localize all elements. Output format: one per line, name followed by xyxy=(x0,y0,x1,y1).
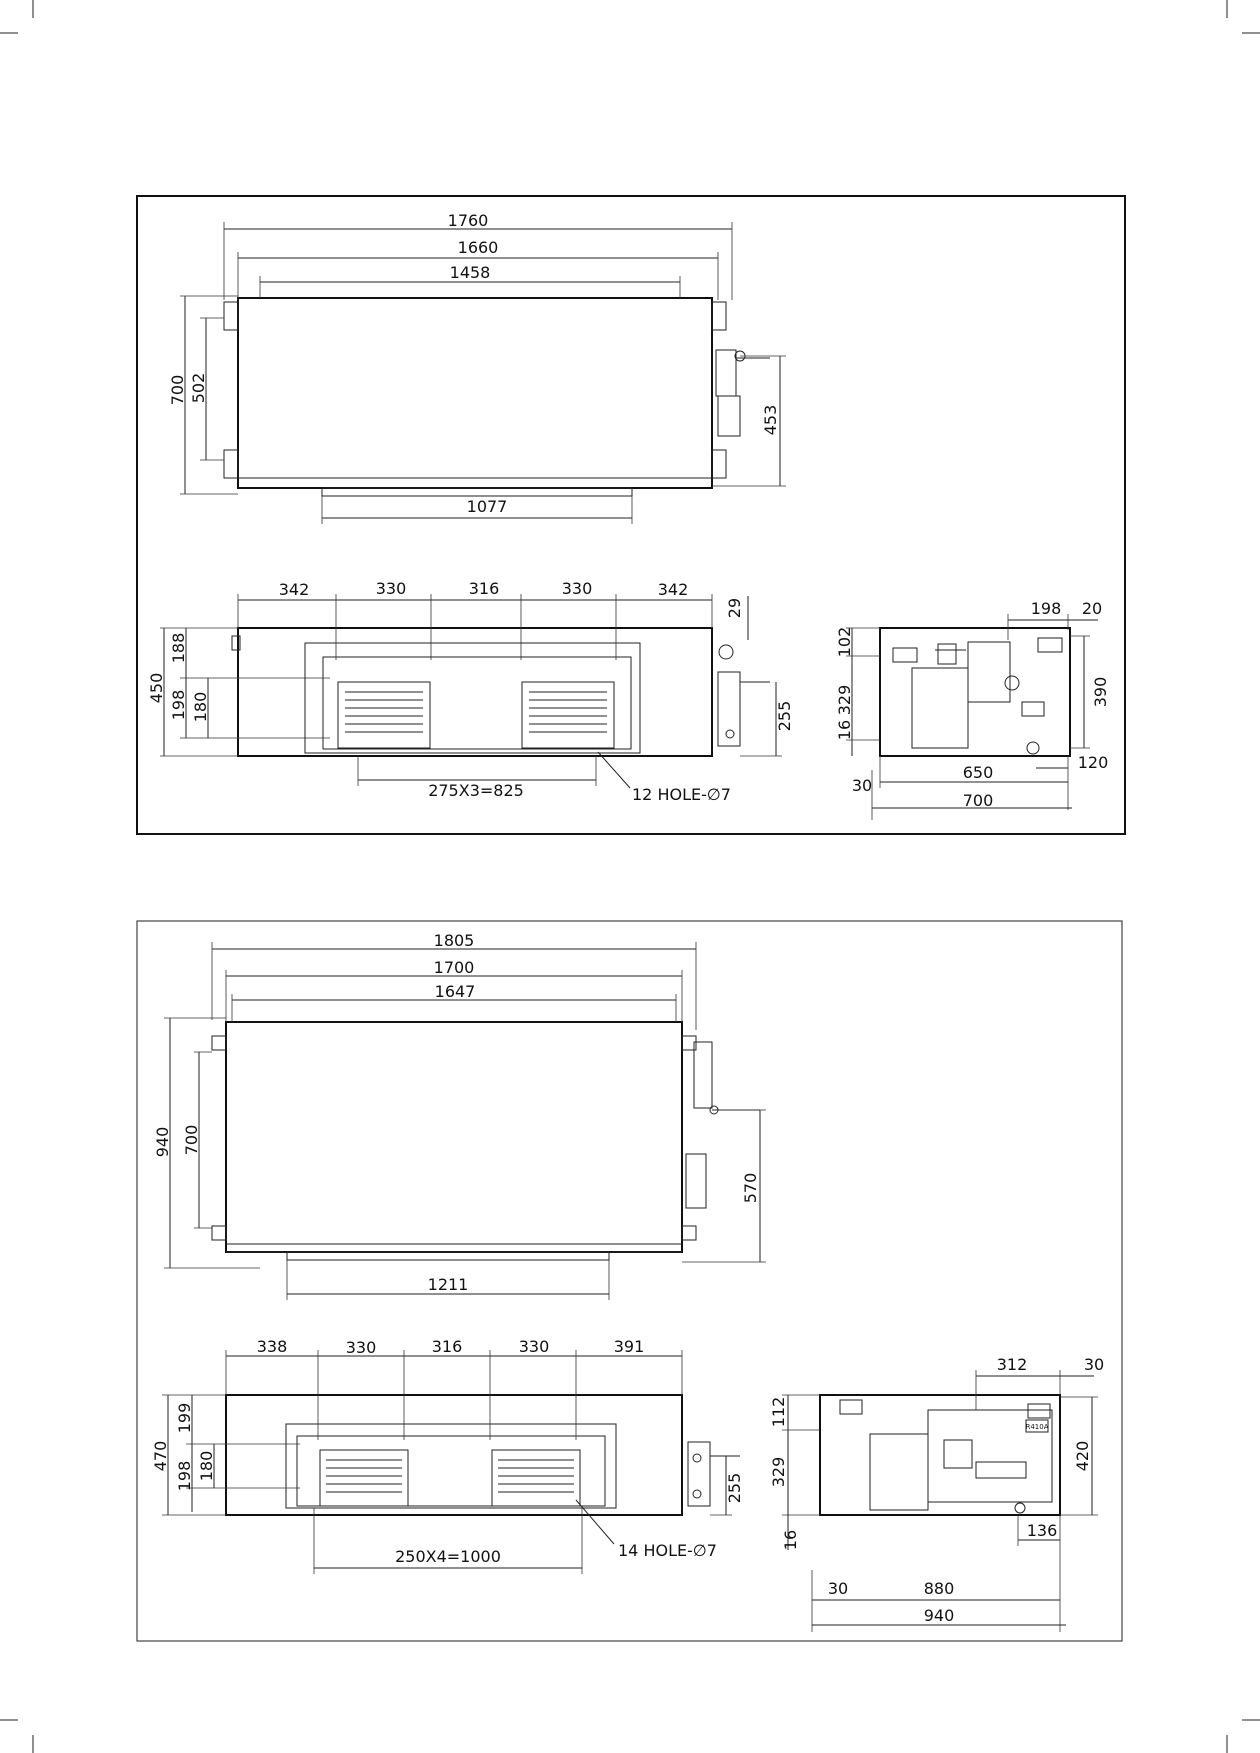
unit1-top-h-overall: 700 xyxy=(168,375,187,406)
unit2-top-view: 1805 1700 1647 1211 940 700 570 xyxy=(153,931,766,1300)
unit1-side-w-top: 198 xyxy=(1031,599,1062,618)
unit1-front-h-top: 188 xyxy=(169,633,188,664)
bracket xyxy=(212,1036,226,1050)
unit1-top-h-mount: 502 xyxy=(189,373,208,404)
unit1-top-w-mount: 1660 xyxy=(458,238,499,257)
unit2-front-h-overall: 470 xyxy=(151,1441,170,1472)
unit2-top-pipe: 570 xyxy=(741,1173,760,1204)
pipe-connection xyxy=(694,1042,712,1108)
unit1-front-seg1: 342 xyxy=(279,580,310,599)
unit1-front-seg4: 330 xyxy=(562,579,593,598)
unit1-top-outlet-w: 1077 xyxy=(467,497,508,516)
unit2-front-seg3: 316 xyxy=(432,1337,463,1356)
bracket xyxy=(212,1226,226,1240)
unit2-side-view: R410A 312 30 112 329 16 420 136 30 880 9… xyxy=(769,1355,1104,1632)
unit1-top-pipe: 453 xyxy=(761,405,780,436)
unit1-front-holes: 12 HOLE-∅7 xyxy=(632,785,731,804)
unit1-front-pitch: 275X3=825 xyxy=(428,781,524,800)
bracket xyxy=(682,1226,696,1240)
unit1-side-w-left: 30 xyxy=(852,776,872,795)
unit1-side-h-top: 102 xyxy=(835,627,854,658)
unit1-side-w-edge: 20 xyxy=(1082,599,1102,618)
unit2-front-h-bottom: 198 xyxy=(175,1461,194,1492)
unit2-top-w-body: 1647 xyxy=(435,982,476,1001)
bracket xyxy=(224,302,238,330)
unit2-front-seg2: 330 xyxy=(346,1338,377,1357)
unit1-side-w-overall: 700 xyxy=(963,791,994,810)
unit2-side-body xyxy=(820,1395,1060,1515)
pipe-connection xyxy=(688,1442,710,1506)
unit1-side-view: 198 20 102 329 16 390 120 650 30 700 xyxy=(835,599,1110,820)
pipe-connection xyxy=(718,396,740,436)
unit1-side-body xyxy=(880,628,1070,756)
unit2-top-h-overall: 940 xyxy=(153,1127,172,1158)
unit2-top-outlet-w: 1211 xyxy=(428,1275,469,1294)
unit1-side-h-bot: 16 xyxy=(835,720,854,740)
unit2-front-view: 338 330 316 330 391 470 199 198 180 255 … xyxy=(151,1337,744,1574)
unit1-front-view: 342 330 316 330 342 29 450 188 198 180 2… xyxy=(147,579,794,804)
unit1-front-pipe-h: 255 xyxy=(775,701,794,732)
unit1-side-bot-right: 120 xyxy=(1078,753,1109,772)
unit2-front-body xyxy=(226,1395,682,1515)
unit2-side-h-right: 420 xyxy=(1073,1441,1092,1472)
unit2-side-h-top: 112 xyxy=(769,1397,788,1428)
pipe-connection xyxy=(686,1154,706,1208)
unit1-top-view: 1760 1660 1458 1077 700 502 453 xyxy=(168,211,786,524)
refrigerant-label-text: R410A xyxy=(1025,1423,1048,1431)
unit1-front-top-off: 29 xyxy=(725,598,744,618)
pipe-connection xyxy=(716,350,736,396)
unit2-top-w-overall: 1805 xyxy=(434,931,475,950)
unit2-side-bot-right: 136 xyxy=(1027,1521,1058,1540)
unit1-front-h-bottom: 198 xyxy=(169,690,188,721)
unit2-front-holes: 14 HOLE-∅7 xyxy=(618,1541,717,1560)
unit2-front-pitch: 250X4=1000 xyxy=(395,1547,501,1566)
unit2-front-h-top: 199 xyxy=(175,1403,194,1434)
unit1-side-w-mid: 650 xyxy=(963,763,994,782)
pipe-connection xyxy=(718,672,740,746)
unit1-side-h-mid: 329 xyxy=(835,685,854,716)
drain-port-icon xyxy=(719,645,733,659)
bracket xyxy=(224,450,238,478)
unit2-side-w-left: 30 xyxy=(828,1579,848,1598)
bracket xyxy=(712,450,726,478)
unit1-front-seg3: 316 xyxy=(469,579,500,598)
unit2-front-seg1: 338 xyxy=(257,1337,288,1356)
unit2-front-seg4: 330 xyxy=(519,1337,550,1356)
unit2-side-w-edge: 30 xyxy=(1084,1355,1104,1374)
unit2-side-h-bot: 16 xyxy=(781,1530,800,1550)
unit1-front-outlet-h: 180 xyxy=(191,692,210,723)
unit2-side-w-overall: 940 xyxy=(924,1606,955,1625)
unit1-side-h-right: 390 xyxy=(1091,677,1110,708)
unit2-top-w-mount: 1700 xyxy=(434,958,475,977)
unit2-top-h-mount: 700 xyxy=(182,1125,201,1156)
unit2-front-seg5: 391 xyxy=(614,1337,645,1356)
unit2-front-pipe-h: 255 xyxy=(725,1473,744,1504)
unit1-front-seg5: 342 xyxy=(658,580,689,599)
unit2-top-body xyxy=(226,1022,682,1252)
unit2-side-w-mid: 880 xyxy=(924,1579,955,1598)
unit1-top-w-body: 1458 xyxy=(450,263,491,282)
unit1-front-h-overall: 450 xyxy=(147,673,166,704)
unit2-side-h-mid: 329 xyxy=(769,1457,788,1488)
unit2-side-w-top: 312 xyxy=(997,1355,1028,1374)
unit1-top-w-overall: 1760 xyxy=(448,211,489,230)
bracket xyxy=(712,302,726,330)
unit1-front-seg2: 330 xyxy=(376,579,407,598)
unit2-front-outlet-h: 180 xyxy=(197,1451,216,1482)
unit1-top-body xyxy=(238,298,712,488)
unit1-front-body xyxy=(238,628,712,756)
